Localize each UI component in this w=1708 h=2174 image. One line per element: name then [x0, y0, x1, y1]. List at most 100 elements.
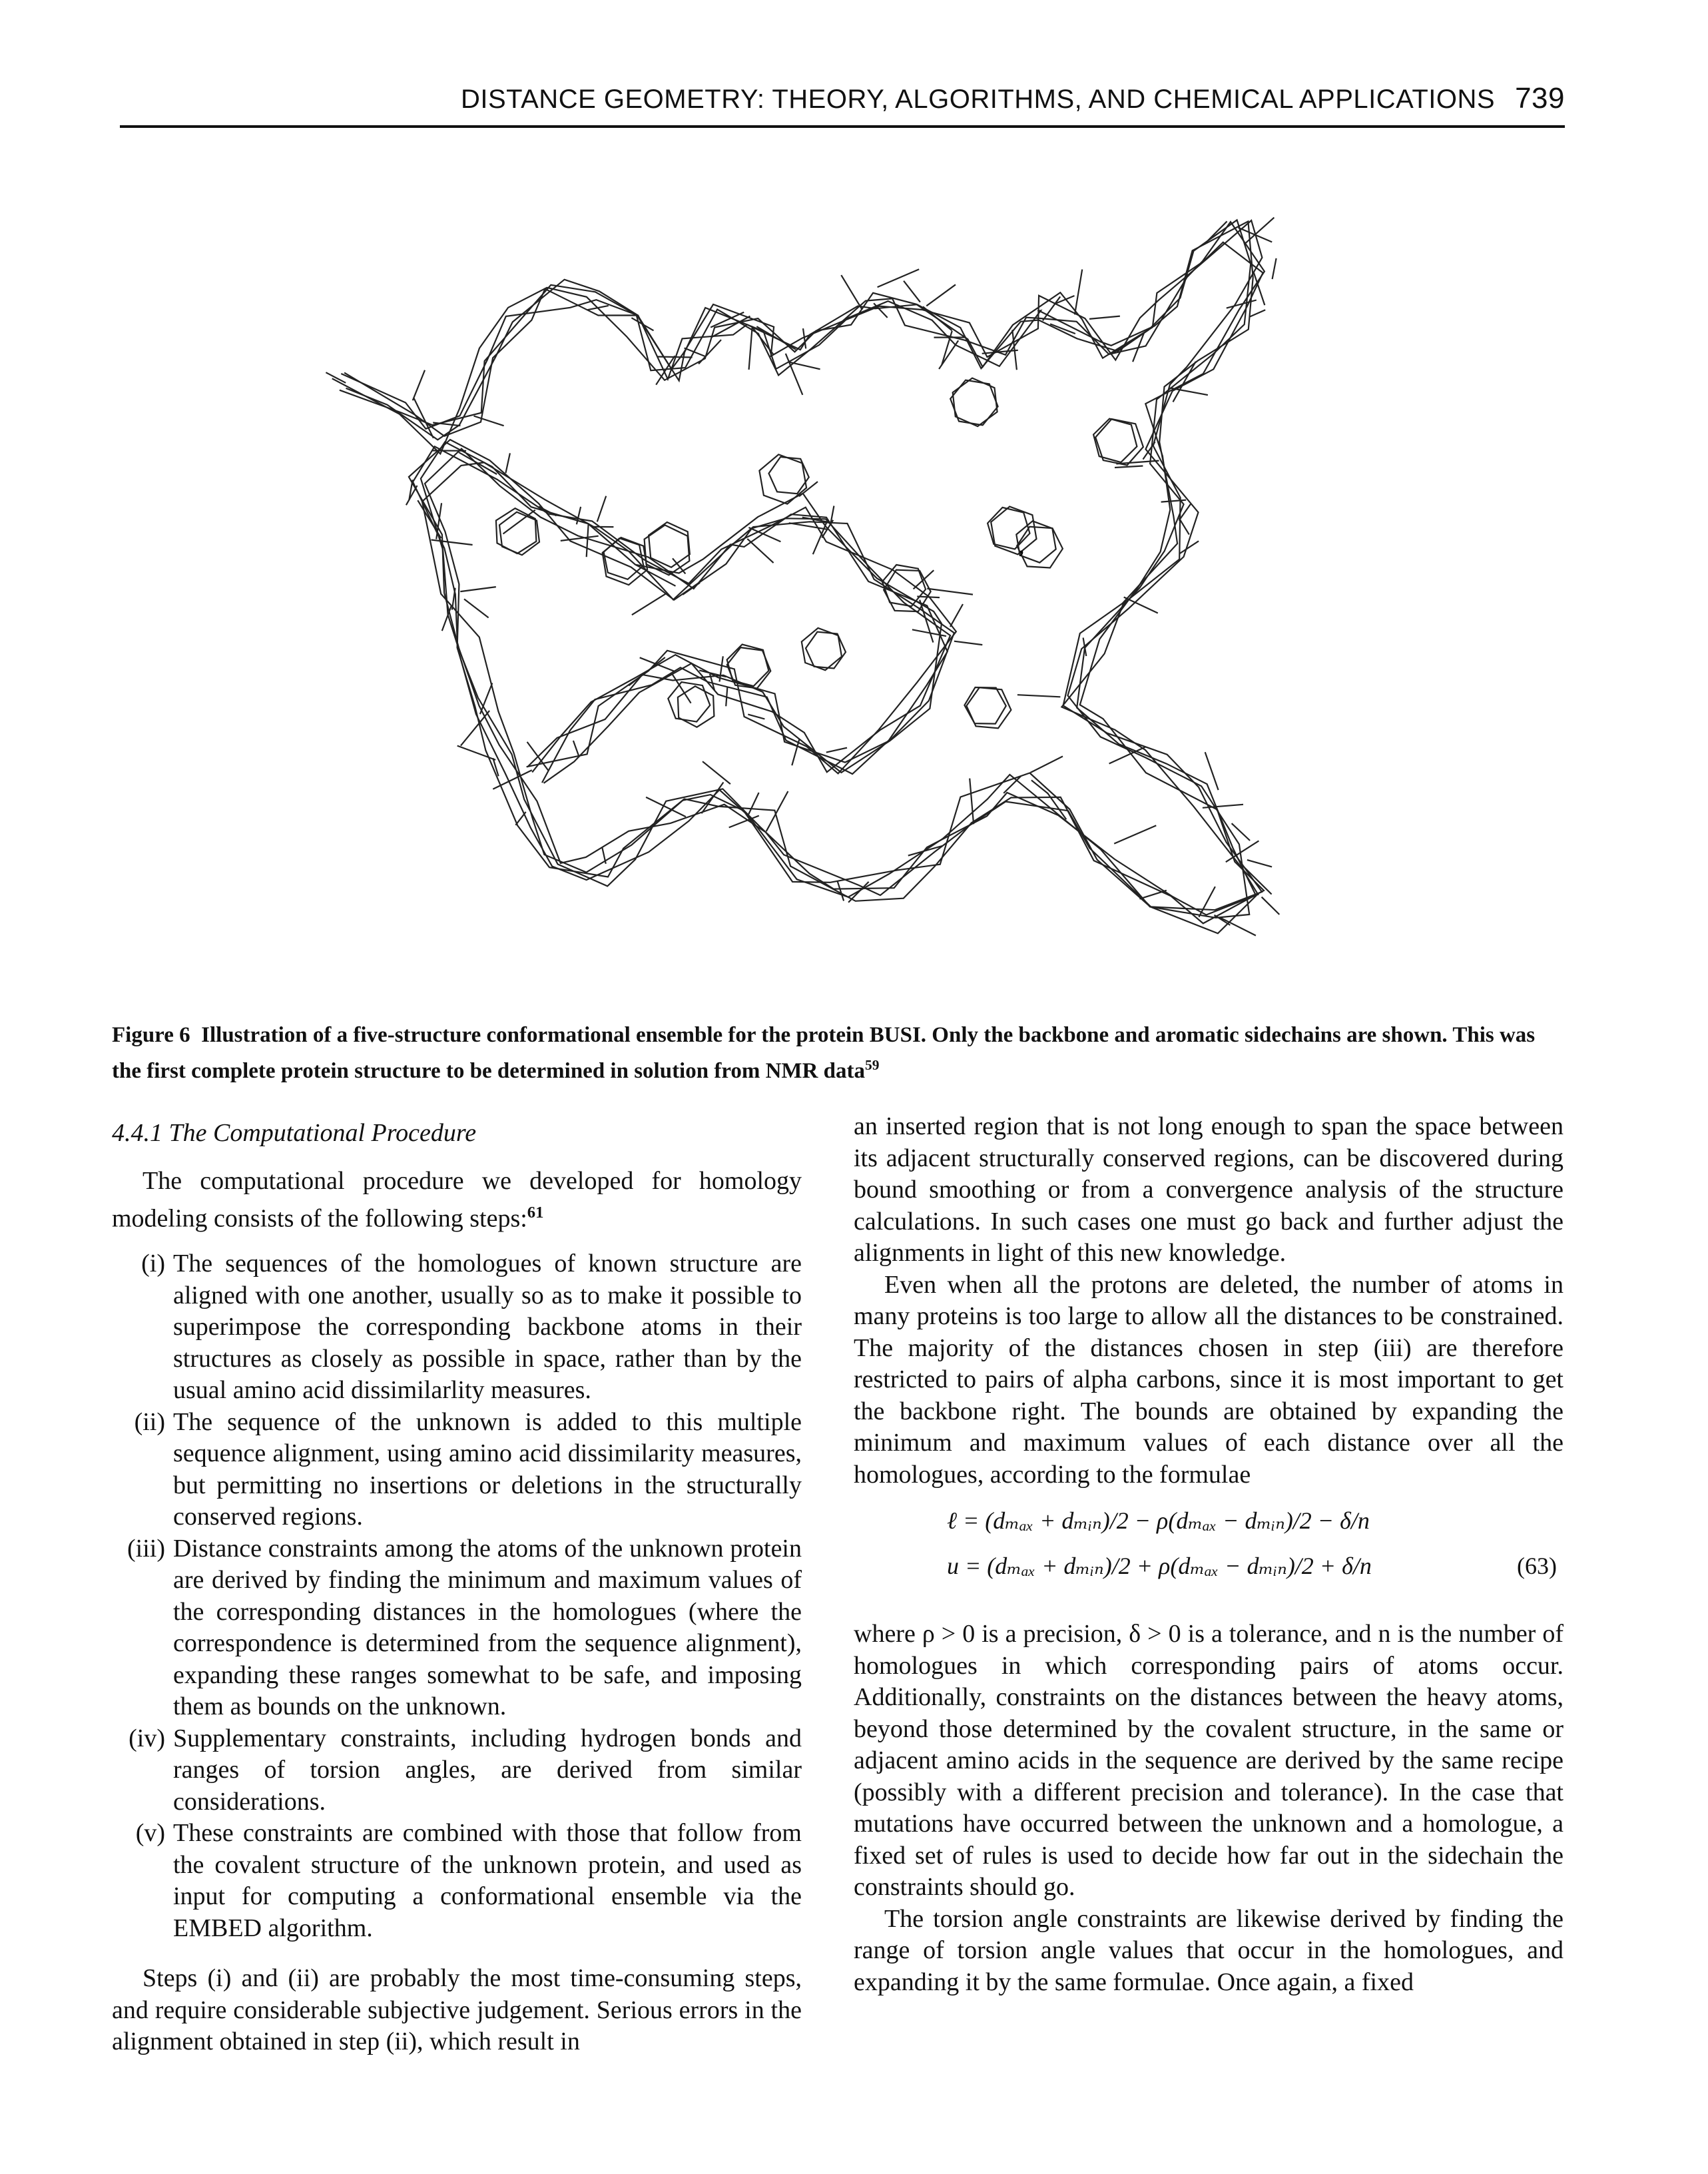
aromatic-ring: [990, 506, 1037, 555]
sidechain-bond: [460, 710, 490, 747]
sidechain-bond: [725, 687, 728, 707]
aromatic-ring: [677, 685, 715, 728]
sidechain-bond: [877, 268, 920, 288]
aromatic-ring: [643, 524, 691, 576]
sidechain-bond: [848, 881, 870, 903]
sidechain-bond: [1049, 323, 1076, 335]
constraints-paragraph: Even when all the protons are deleted, t…: [854, 1270, 1564, 1489]
sidechain-bond: [954, 640, 983, 646]
sidechain-bond: [538, 506, 557, 517]
figure-caption-text: Illustration of a five-structure conform…: [112, 1023, 1536, 1083]
sidechain-bond: [451, 587, 456, 610]
sidechain-bond: [698, 339, 722, 365]
sidechain-bond: [1213, 914, 1231, 926]
sidechain-bond: [1169, 387, 1209, 396]
sidechain-bond: [492, 769, 533, 790]
sidechain-bond: [1042, 296, 1061, 322]
backbone-trace: [344, 219, 1263, 916]
sidechain-bond: [1073, 269, 1083, 315]
sidechain-bond: [1011, 330, 1017, 370]
step-text: Supplementary constraints, including hyd…: [173, 1724, 802, 1816]
sidechain-bond: [748, 792, 760, 815]
sidechain-bond: [1247, 859, 1273, 868]
aromatic-ring: [1015, 526, 1064, 569]
sidechain-bond: [912, 629, 947, 637]
sidechain-bond: [502, 509, 536, 535]
protein-ensemble-figure: ,: [320, 160, 1345, 992]
sidechain-bond: [1142, 441, 1156, 460]
sidechain-bond: [1161, 499, 1187, 503]
sidechain-bond: [765, 791, 789, 832]
sidechain-bond: [1261, 896, 1281, 915]
step-item: (iii)Distance constraints among the atom…: [112, 1533, 802, 1723]
sidechain-bond: [405, 485, 418, 506]
sidechain-bond: [969, 778, 975, 825]
sidechain-bond: [750, 325, 774, 355]
sidechain-bond: [840, 274, 863, 310]
figure-caption: Figure 6 Illustration of a five-structur…: [112, 1020, 1564, 1086]
running-head: DISTANCE GEOMETRY: THEORY, ALGORITHMS, A…: [120, 79, 1565, 128]
sidechain-bond: [903, 280, 921, 303]
intro-reference: 61: [527, 1204, 544, 1222]
aromatic-ring: [667, 681, 711, 723]
figure-label: Figure 6: [112, 1023, 190, 1047]
sidechain-bond: [922, 306, 953, 332]
sidechain-bond: [1017, 694, 1061, 698]
aromatic-ring: [804, 631, 847, 669]
figure-glyph: ,: [1019, 534, 1025, 558]
sidechain-bond: [1231, 823, 1251, 841]
step-number: (ii): [134, 1407, 165, 1436]
sidechain-bond: [560, 535, 599, 542]
sidechain-bond: [601, 847, 607, 865]
step-item: (ii)The sequence of the unknown is added…: [112, 1407, 802, 1533]
sidechain-bond: [908, 845, 943, 857]
sidechain-bond: [748, 526, 781, 543]
sidechain-bond: [575, 506, 582, 525]
sidechain-bond: [671, 673, 692, 704]
sidechain-bond: [645, 796, 687, 818]
step-item: (iv) Supplementary constraints, including…: [112, 1723, 802, 1818]
sidechain-bond: [1055, 294, 1075, 304]
sidechain-bond: [1253, 271, 1266, 306]
step-number: (iv): [129, 1724, 165, 1752]
sidechain-bond: [463, 598, 489, 619]
equation-lower-bound: ℓ = (dₘₐₓ + dₘᵢₙ)/2 − ρ(dₘₐₓ − dₘᵢₙ)/2 −…: [947, 1507, 1370, 1534]
sidechain-bond: [635, 563, 677, 587]
sidechain-bond: [1245, 216, 1275, 244]
aromatic-ring: [800, 627, 843, 671]
sidechain-bond: [830, 506, 835, 525]
step-text: The sequences of the homologues of known…: [173, 1250, 802, 1405]
intro-paragraph: The computational procedure we developed…: [112, 1166, 802, 1236]
sidechain-bond: [572, 740, 580, 757]
sidechain-bond: [702, 761, 731, 785]
sidechain-bond: [941, 330, 953, 366]
sidechain-bond: [938, 340, 960, 370]
sidechain-bond: [631, 317, 655, 332]
sidechain-bond: [1226, 299, 1257, 309]
step-text: Distance constraints among the atoms of …: [173, 1534, 802, 1721]
aromatic-ring: [498, 511, 541, 556]
aromatic-ring: [601, 536, 649, 586]
aromatic-ring: [881, 563, 927, 607]
sidechain-bond: [492, 757, 499, 777]
sidechain-bond: [639, 657, 675, 673]
step-item: (v)These constraints are combined with t…: [112, 1818, 802, 1944]
protein-backbone-drawing: ,: [325, 216, 1281, 936]
sidechain-bond: [710, 311, 744, 328]
steps-list: (i)The sequences of the homologues of kn…: [112, 1248, 802, 1944]
sidechain-bond: [473, 415, 504, 427]
equation-63: ℓ = (dₘₐₓ + dₘᵢₙ)/2 − ρ(dₘₐₓ − dₘᵢₙ)/2 −…: [854, 1505, 1564, 1596]
sidechain-bond: [458, 452, 497, 475]
aromatic-ring: [986, 506, 1031, 550]
backbone-trace: [332, 241, 1264, 919]
running-title: DISTANCE GEOMETRY: THEORY, ALGORITHMS, A…: [460, 85, 1496, 114]
sidechain-bond: [1139, 889, 1167, 900]
equation-number: (63): [1517, 1553, 1557, 1579]
sidechain-bond: [431, 539, 473, 546]
sidechain-bond: [1204, 751, 1219, 791]
sidechain-bond: [1202, 803, 1244, 809]
backbone-trace: [346, 218, 1257, 934]
sidechain-bond: [711, 315, 751, 338]
aromatic-ring: [882, 569, 932, 613]
sidechain-bond: [746, 538, 774, 563]
